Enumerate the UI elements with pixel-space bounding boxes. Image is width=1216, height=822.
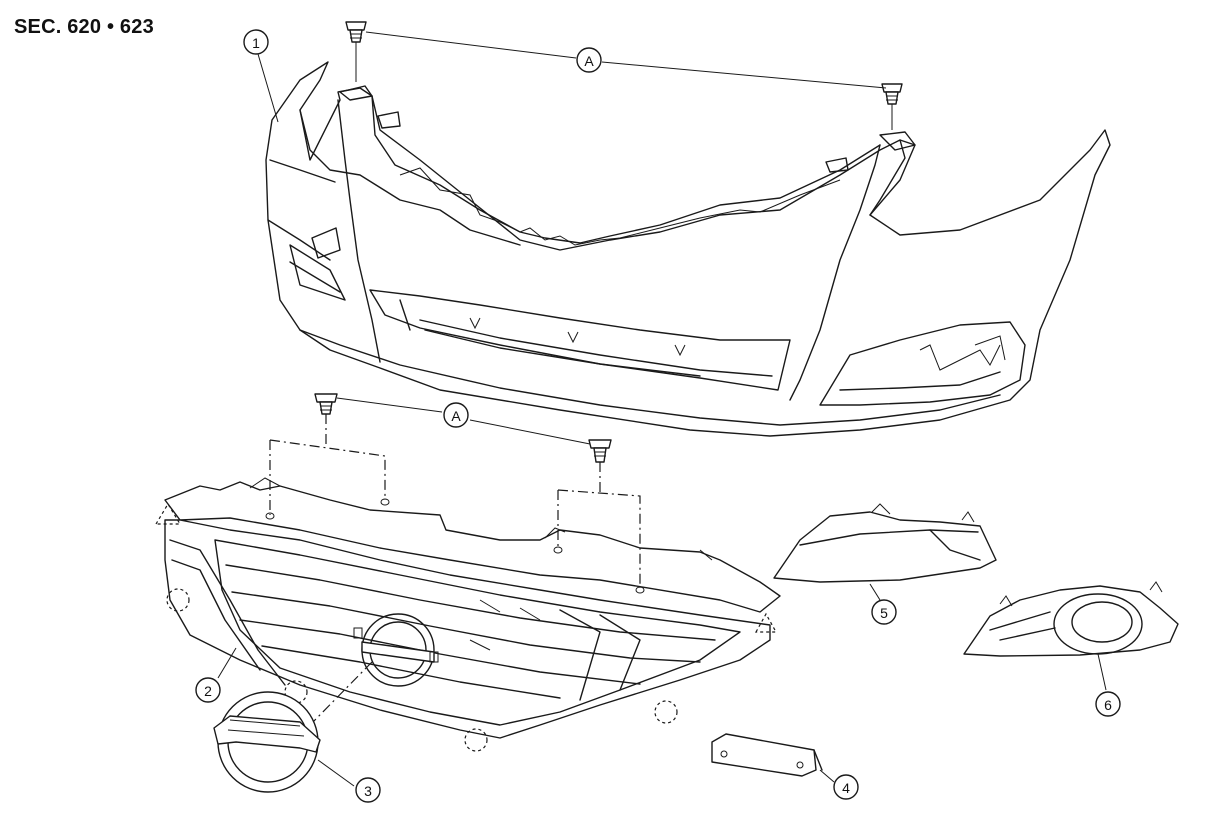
fog-lamp-garnish-left bbox=[773, 503, 997, 583]
svg-text:2: 2 bbox=[204, 683, 212, 699]
svg-text:4: 4 bbox=[842, 780, 850, 796]
clip-lower-left bbox=[314, 393, 338, 415]
svg-text:A: A bbox=[584, 53, 594, 69]
callout-clip-a-upper: A bbox=[576, 47, 602, 73]
callout-3: 3 bbox=[355, 777, 381, 803]
callout-1: 1 bbox=[243, 29, 269, 55]
callout-clip-a-lower: A bbox=[443, 402, 469, 428]
callout-5: 5 bbox=[871, 599, 897, 625]
callout-2: 2 bbox=[195, 677, 221, 703]
front-grille bbox=[154, 477, 781, 752]
front-emblem bbox=[213, 691, 321, 793]
svg-text:6: 6 bbox=[1104, 697, 1112, 713]
svg-text:A: A bbox=[451, 408, 461, 424]
callout-6: 6 bbox=[1095, 691, 1121, 717]
clip-lower-right bbox=[588, 439, 612, 463]
fog-lamp-finisher-right bbox=[963, 581, 1179, 657]
grille-bracket bbox=[711, 733, 823, 777]
section-title: SEC. 620 • 623 bbox=[14, 16, 154, 38]
svg-text:1: 1 bbox=[252, 35, 260, 51]
clip-upper-left bbox=[345, 21, 367, 43]
clip-upper-right bbox=[881, 83, 903, 105]
callout-4: 4 bbox=[833, 774, 859, 800]
svg-text:5: 5 bbox=[880, 605, 888, 621]
svg-text:3: 3 bbox=[364, 783, 372, 799]
front-bumper-fascia bbox=[265, 61, 1111, 437]
